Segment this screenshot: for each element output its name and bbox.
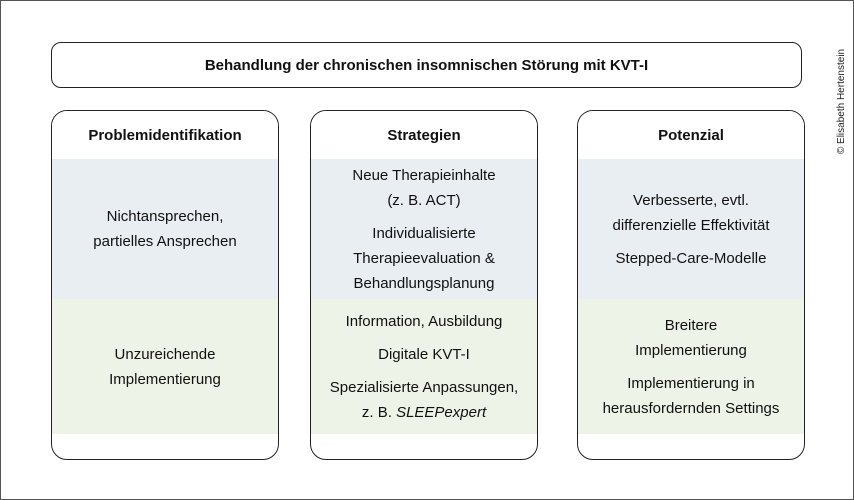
text-line: Verbesserte, evtl. <box>633 191 749 209</box>
text-item: Breitere Implementierung <box>635 313 747 363</box>
column-potenzial: Potenzial Verbesserte, evtl. differenzie… <box>577 110 805 460</box>
emphasized-term: SLEEPexpert <box>396 403 487 421</box>
text-item: Verbesserte, evtl. differenzielle Effekt… <box>612 188 769 238</box>
column-strategien: Strategien Neue Therapieinhalte (z. B. A… <box>310 110 538 460</box>
text-item: Stepped-Care-Modelle <box>616 246 767 271</box>
text-line: herausfordernden Settings <box>602 399 780 417</box>
diagram-title: Behandlung der chronischen insomnischen … <box>51 42 802 88</box>
text-line: differenzielle Effektivität <box>612 216 770 234</box>
text-line: Individualisierte <box>372 224 476 242</box>
text-item: Information, Ausbildung <box>346 309 503 334</box>
text-line: Implementierung <box>109 370 221 388</box>
column-problemidentifikation: Problemidentifikation Nichtansprechen, p… <box>51 110 279 460</box>
text-line: (z. B. ACT) <box>387 191 461 209</box>
text-line: partielles Ansprechen <box>93 233 237 250</box>
text-line: Digitale KVT-I <box>378 345 470 363</box>
text-item: Unzureichende Implementierung <box>109 342 221 392</box>
text-line: Implementierung in <box>627 374 755 392</box>
column-heading: Potenzial <box>578 111 804 159</box>
copyright-text: © Elisabeth Hertenstein <box>836 48 848 154</box>
text-item: Nichtansprechen, partielles Ansprechen <box>93 204 236 254</box>
text-item: Neue Therapieinhalte (z. B. ACT) <box>352 163 495 213</box>
text-line: Nichtansprechen, <box>106 208 224 225</box>
text-line: Implementierung <box>635 341 747 359</box>
text-line: z. B. SLEEPexpert <box>330 400 518 425</box>
text-item: Implementierung in herausfordernden Sett… <box>603 371 780 421</box>
text-item: Digitale KVT-I <box>378 342 470 367</box>
text-item: Individualisierte Therapieevaluation & B… <box>353 221 495 296</box>
column-heading: Problemidentifikation <box>52 111 278 159</box>
text-item: Spezialisierte Anpassungen, z. B. SLEEPe… <box>330 375 518 425</box>
band-top: Verbesserte, evtl. differenzielle Effekt… <box>578 159 804 299</box>
band-top: Neue Therapieinhalte (z. B. ACT) Individ… <box>311 159 537 299</box>
band-bottom: Unzureichende Implementierung <box>52 299 278 434</box>
text-line: Behandlungsplanung <box>353 274 495 292</box>
band-top: Nichtansprechen, partielles Ansprechen <box>52 159 278 299</box>
text-line: Breitere <box>664 316 718 334</box>
text-line: Unzureichende <box>114 345 216 363</box>
text-line: Neue Therapieinhalte <box>352 166 496 184</box>
text-line: Spezialisierte Anpassungen, <box>329 378 519 396</box>
text-line: Information, Ausbildung <box>345 312 503 330</box>
copyright-notice: © Elisabeth Hertenstein <box>834 42 850 160</box>
diagram-title-text: Behandlung der chronischen insomnischen … <box>204 56 649 74</box>
column-heading: Strategien <box>311 111 537 159</box>
text-line: Stepped-Care-Modelle <box>615 249 767 267</box>
band-bottom: Information, Ausbildung Digitale KVT-I S… <box>311 299 537 434</box>
text-line: Therapieevaluation & <box>353 249 495 267</box>
band-bottom: Breitere Implementierung Implementierung… <box>578 299 804 434</box>
text-prefix: z. B. <box>361 403 397 421</box>
